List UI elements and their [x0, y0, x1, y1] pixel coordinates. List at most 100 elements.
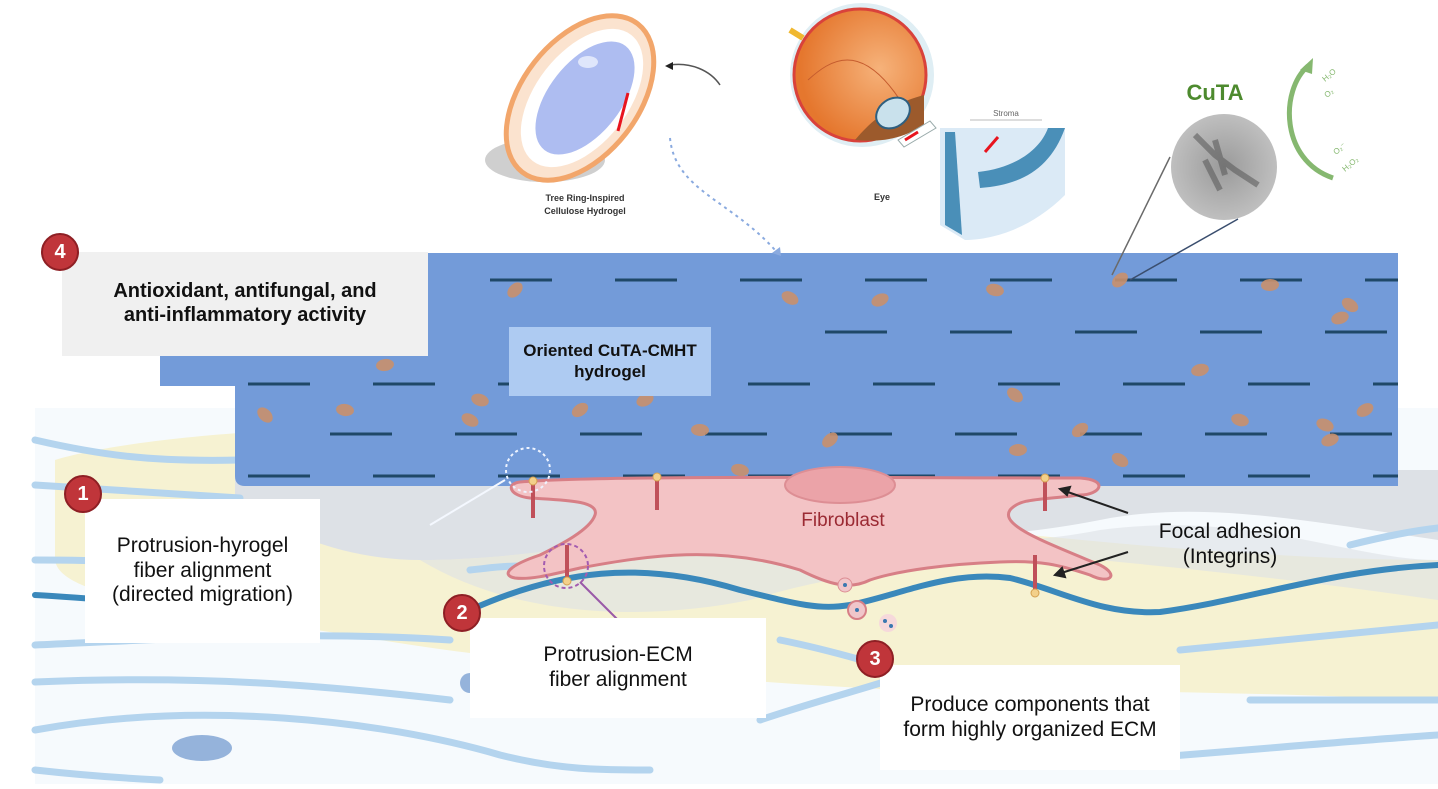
eye-lens	[875, 96, 911, 130]
callout-3-box: Produce components that form highly orga…	[880, 665, 1180, 770]
ros-label-h2o: H₂O	[1321, 67, 1338, 84]
cuta-particle	[1316, 418, 1334, 432]
callout-2-number-badge: 2	[443, 594, 481, 632]
callout-4-line-2: anti-inflammatory activity	[123, 304, 367, 326]
tree-ring-hydrogel-illustration	[485, 13, 781, 256]
callout-2-line-2: fiber alignment	[549, 668, 687, 691]
cuta-particle	[1356, 403, 1374, 417]
stroma-red-marker	[983, 136, 1000, 153]
callout-1-box: Protrusion-hyrogel fiber alignment (dire…	[85, 499, 320, 643]
callout-1-line-3: (directed migration)	[112, 583, 293, 607]
stroma-epithelium	[978, 128, 1065, 188]
fibroblast-nucleus	[784, 466, 896, 504]
callout-1-number-badge: 1	[64, 475, 102, 513]
arrow-head-icon	[772, 247, 781, 256]
focal-adhesion-stalk	[1030, 555, 1040, 598]
hydrogel-layer	[160, 253, 1398, 486]
focal-adhesion-arrows	[1052, 485, 1129, 579]
cuta-particle	[1191, 363, 1209, 377]
cuta-particle	[471, 393, 489, 407]
callout-2-line-1: Protrusion-ECM	[543, 643, 693, 667]
callout-1-number: 1	[77, 482, 89, 505]
callout-3-number-badge: 3	[856, 640, 894, 678]
hydrogel-fibers	[248, 278, 1398, 478]
secreted-vesicles	[837, 577, 897, 632]
callout-1-line-1: Protrusion-hyrogel	[116, 533, 289, 557]
hydrogel-label-line-1: Tree Ring-Inspired	[545, 193, 624, 203]
cuta-particle	[257, 407, 273, 423]
cuta-particle	[1007, 387, 1023, 403]
cuta-particle	[1009, 443, 1027, 457]
callout-4-number: 4	[54, 240, 66, 263]
cuta-particle	[376, 358, 394, 372]
optic-nerve	[788, 27, 805, 41]
vesicle	[879, 614, 897, 632]
ros-label-superoxide: O₂⁻	[1332, 141, 1348, 157]
ecm-fiber-light	[31, 436, 244, 464]
cuta-particle	[461, 413, 479, 427]
hydrogel-layer-label: Oriented CuTA-CMHT hydrogel	[523, 341, 697, 381]
cuta-particle	[507, 282, 523, 298]
stroma-side-layer	[945, 132, 962, 235]
cuta-particle	[986, 283, 1004, 297]
callout-4-number-badge: 4	[41, 233, 79, 271]
cuta-particle	[571, 402, 589, 418]
fibroblast-label: Fibroblast	[801, 510, 885, 531]
cuta-particle	[1231, 413, 1249, 427]
hydrogel-block	[160, 253, 1398, 486]
cuta-particle	[1331, 311, 1349, 325]
focal-adhesion-line-1: Focal adhesion	[1158, 520, 1302, 543]
stroma-label: Stroma	[993, 109, 1019, 118]
hydrogel-label-line-2: Cellulose Hydrogel	[544, 206, 626, 216]
cuta-particle	[781, 291, 799, 305]
cuta-illustration: CuTA H₂O O₂ O₂⁻ H₂O₂	[1111, 58, 1361, 281]
dotted-arrow-to-hydrogel-layer	[669, 137, 776, 251]
callout-2-box: Protrusion-ECM fiber alignment	[470, 618, 766, 718]
cuta-particle	[1321, 433, 1339, 447]
cuta-nanostructure	[1192, 132, 1260, 192]
cuta-particle	[871, 293, 889, 307]
cuta-particle	[1111, 452, 1129, 468]
ecm-fiber-light	[31, 766, 164, 784]
curved-arrow-eye-to-hydrogel	[669, 63, 721, 86]
ecm-fiber-light	[31, 676, 454, 704]
focal-adhesion-stalk	[1040, 473, 1050, 511]
arrow-head-icon	[665, 62, 673, 70]
eye-label: Eye	[874, 192, 890, 202]
hydrogel-red-marker	[616, 92, 630, 132]
eye-vessel	[807, 59, 901, 101]
ros-label-o2: O₂	[1323, 87, 1336, 100]
cuta-particle	[336, 403, 354, 417]
focal-adhesion-label: Focal adhesion (Integrins)	[1130, 520, 1330, 570]
ecm-fiber-light	[1176, 621, 1438, 654]
focal-adhesion-stalk	[528, 476, 538, 518]
ros-scavenging-cycle-arrow	[1287, 64, 1334, 181]
callout-4-line-1: Antioxidant, antifungal, and	[113, 280, 377, 303]
ecm-cell-oval	[172, 735, 232, 761]
hydrogel-layer-label-box: Oriented CuTA-CMHT hydrogel	[509, 327, 711, 396]
cuta-particle	[636, 393, 654, 407]
eye-illustration	[788, 3, 937, 148]
pointer-line-callout-2	[579, 581, 621, 623]
focal-adhesion-line-2: (Integrins)	[1182, 544, 1278, 568]
cuta-particle	[1341, 297, 1359, 313]
pointer-line-callout-1	[429, 479, 506, 526]
arrow-line	[1057, 551, 1129, 575]
hydrogel-disc-center	[535, 41, 635, 155]
callout-2-number: 2	[456, 601, 468, 624]
stroma-illustration	[940, 119, 1065, 240]
arrow-head-icon	[1057, 485, 1072, 497]
callout-3-number: 3	[869, 647, 881, 670]
callout-4-box: Antioxidant, antifungal, and anti-inflam…	[62, 252, 428, 356]
cuta-particle	[691, 423, 709, 437]
ecm-fiber-light	[756, 676, 894, 724]
cuta-label: CuTA	[1186, 80, 1243, 105]
zoom-line	[1111, 156, 1171, 276]
hydrogel-highlight	[578, 56, 598, 68]
ros-label-h2o2: H₂O₂	[1341, 155, 1361, 174]
callout-1-line-2: fiber alignment	[133, 558, 272, 582]
focal-adhesion-stalk	[562, 545, 572, 586]
highlight-circle-hydrogel	[505, 447, 551, 493]
arrow-head-icon	[1300, 58, 1313, 74]
